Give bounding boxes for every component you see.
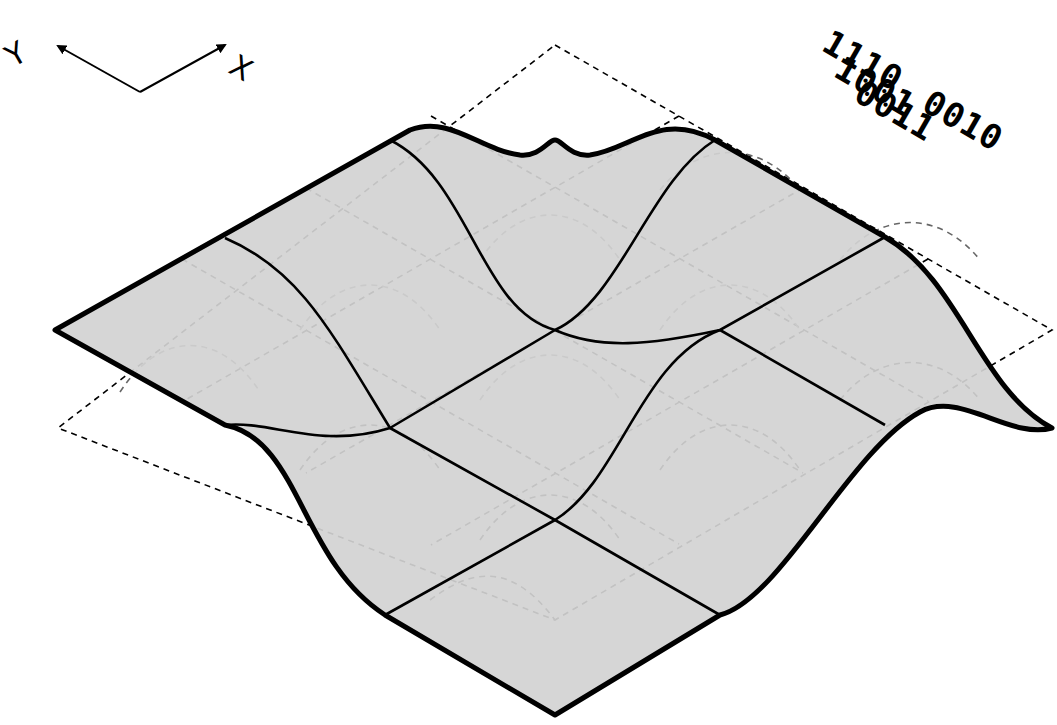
bit-row: 0010 <box>918 84 1009 156</box>
surface-grid <box>225 140 885 615</box>
wavy-surface <box>55 126 1052 715</box>
axis-label: Y <box>1 37 32 72</box>
axis-arrows <box>58 45 225 92</box>
axis-label: X <box>225 50 258 86</box>
